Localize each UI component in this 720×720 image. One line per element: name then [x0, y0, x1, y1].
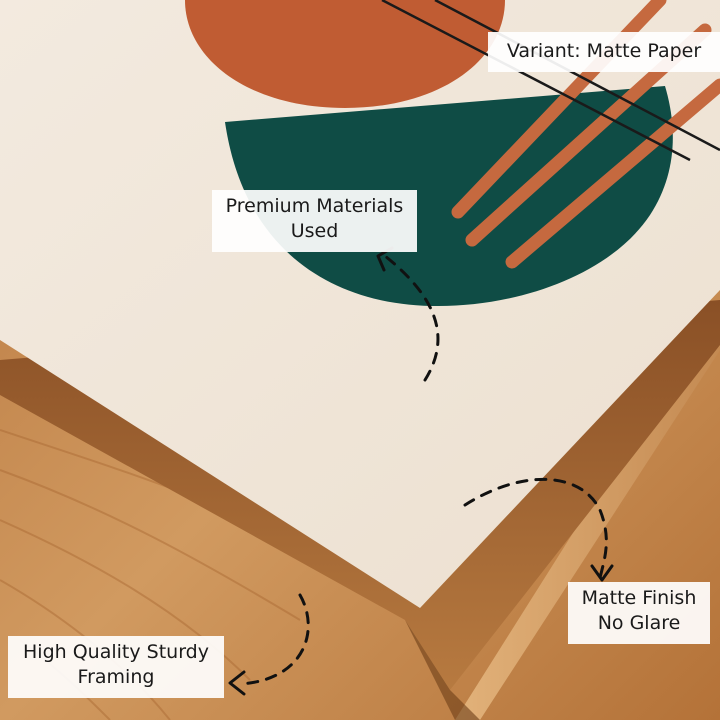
arrow-matte: [463, 477, 608, 580]
matte-finish-line1: Matte Finish: [581, 587, 697, 609]
variant-callout: Variant: Matte Paper: [488, 32, 720, 72]
dashed-arrows: [238, 254, 608, 686]
premium-materials-callout: Premium Materials Used: [212, 190, 417, 252]
arrow-premium: [383, 254, 440, 382]
premium-materials-line2: Used: [290, 220, 339, 242]
matte-finish-callout: Matte Finish No Glare: [568, 582, 710, 644]
framing-line1: High Quality Sturdy: [23, 641, 209, 663]
framing-line2: Framing: [77, 666, 155, 688]
variant-label: Variant: Matte Paper: [506, 40, 702, 62]
arrowhead-framing: [228, 670, 246, 696]
premium-materials-line1: Premium Materials: [225, 195, 404, 217]
matte-finish-line2: No Glare: [597, 612, 681, 634]
arrowhead-matte: [590, 564, 614, 582]
arrow-framing: [238, 593, 310, 686]
black-lines: [381, 0, 720, 162]
framing-callout: High Quality Sturdy Framing: [8, 636, 224, 698]
terracotta-half-circle: [185, 0, 505, 108]
